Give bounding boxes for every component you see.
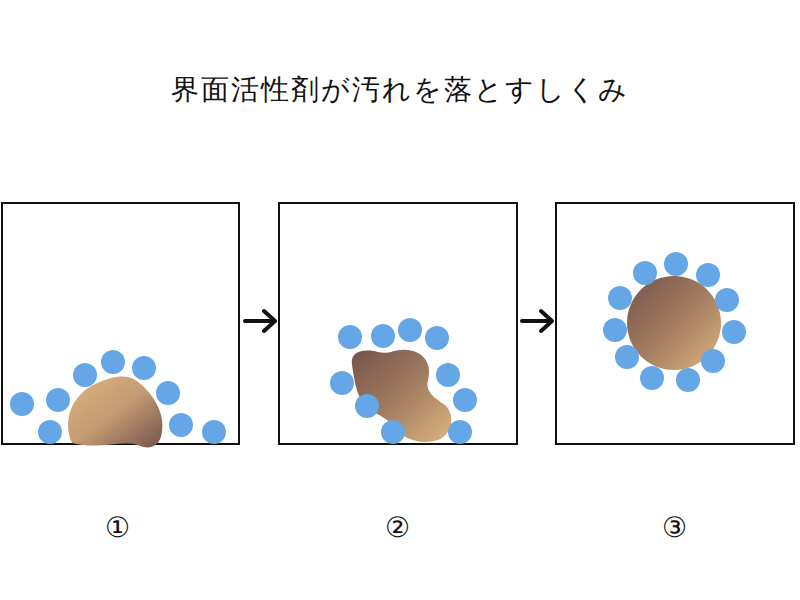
- surfactant-molecules: [10, 350, 226, 444]
- diagram-title: 界面活性剤が汚れを落とすしくみ: [171, 71, 629, 109]
- panel-frame: [279, 203, 517, 444]
- step-arrow: [245, 311, 275, 331]
- step-number: ②: [385, 511, 410, 544]
- step-number: ①: [105, 511, 130, 544]
- step-arrow: [522, 311, 552, 331]
- surfactant-molecules: [603, 252, 746, 392]
- surfactant-molecules: [330, 318, 477, 444]
- panel-frame: [556, 203, 794, 444]
- step-number: ③: [662, 511, 687, 544]
- dirt: [68, 377, 162, 448]
